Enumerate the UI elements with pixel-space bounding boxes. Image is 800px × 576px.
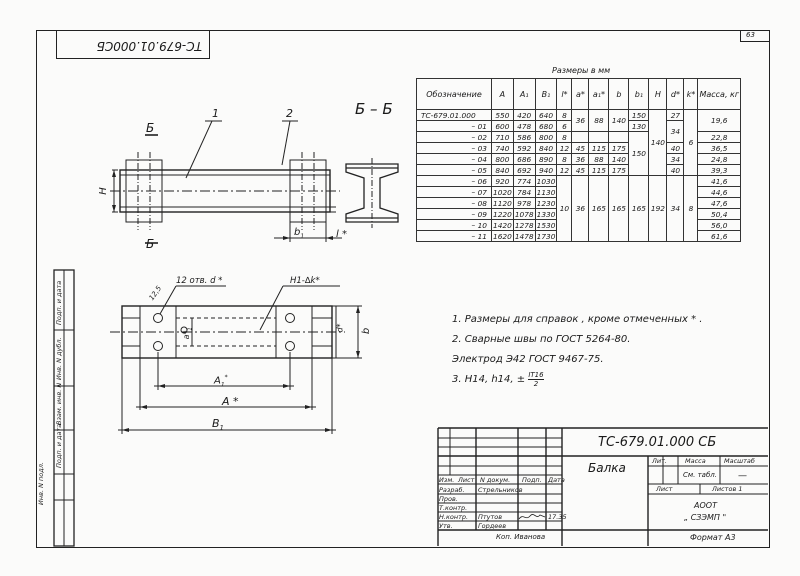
- stamp-name-ncontrol: Птутов: [478, 513, 503, 521]
- side-label-sign-date-2: Подп. и дата: [55, 280, 63, 325]
- dim-H: H: [97, 187, 109, 195]
- stamp-name-approved: Гордеев: [478, 522, 507, 530]
- stamp-role-checked: Пров.: [439, 495, 458, 503]
- table-row: ТС-679.01.000 550 420 640 8 36 88 140 15…: [416, 109, 742, 176]
- stamp-mass-value: См. табл.: [682, 471, 717, 479]
- table-row: – 08 1120 978 1230 47,6: [416, 197, 742, 209]
- stamp-name: Балка: [588, 461, 626, 475]
- section-mark-top: Б: [146, 121, 155, 135]
- table-row: – 11 1620 1478 1730 61,6: [416, 230, 742, 242]
- signature-ncontrol: [518, 514, 546, 520]
- rotated-code-box: [56, 30, 210, 59]
- stamp-sheets-label: Листов 1: [712, 485, 743, 493]
- stamp-role-approved: Утв.: [439, 522, 453, 530]
- dim-b1: b1: [294, 227, 305, 240]
- note-2: 2. Сварные швы по ГОСТ 5264-80.: [452, 334, 631, 345]
- stamp-copied: Коп. Иванова: [496, 533, 546, 541]
- stamp-head-ndoc: N докум.: [480, 476, 511, 484]
- table-row: – 03 740 592 840 12 45 115 175 40 36,5: [416, 142, 742, 154]
- stamp-mass-label: Масса: [685, 457, 706, 465]
- stamp-role-developer: Разраб.: [439, 486, 465, 494]
- stamp-role-ncontrol: Н.контр.: [439, 513, 469, 521]
- stamp-scale-label: Масштаб: [724, 457, 755, 465]
- stamp-org-2: „ СЗЭМП ": [684, 513, 727, 522]
- stamp-code: ТС-679.01.000 СБ: [598, 435, 717, 450]
- stamp-head-date: Дата: [548, 476, 565, 484]
- table-caption: Размеры в мм: [552, 66, 611, 75]
- side-label-inv-orig: Инв. N подл.: [37, 462, 45, 505]
- dim-l: l *: [336, 229, 347, 240]
- callout-1: 1: [212, 107, 219, 120]
- section-title: Б – Б: [355, 100, 393, 118]
- table-row: – 07 1020 784 1130 44,6: [416, 186, 742, 198]
- stamp-scale-value: —: [738, 471, 747, 481]
- stamp-org-1: АООТ: [694, 501, 717, 510]
- table-header-row: Обозначение A A₁ B₁ l* a* a₁* b b₁ H d* …: [416, 78, 742, 110]
- holes-note: 12 отв. d *: [176, 276, 223, 286]
- tolerance-numerator: IT16: [528, 370, 544, 380]
- weld-note: Н1-∆k*: [290, 276, 320, 286]
- tolerance-denominator: 2: [533, 379, 539, 388]
- technical-notes: 1. Размеры для справок , кроме отмеченны…: [452, 310, 702, 390]
- dim-B1: B1: [212, 417, 225, 433]
- stamp-head-list: Лист: [458, 476, 475, 484]
- note-electrode: Электрод Э42 ГОСТ 9467-75.: [452, 354, 604, 365]
- dimensions-table: Обозначение A A₁ B₁ l* a* a₁* b b₁ H d* …: [416, 78, 742, 242]
- dim-a1: a*1: [181, 327, 194, 340]
- side-label-inv-dup: Инв. N дубл.: [55, 337, 63, 380]
- callout-2: 2: [286, 107, 293, 120]
- stamp-role-tcontrol: Т.контр.: [439, 504, 468, 512]
- sheet-number: 63: [746, 31, 755, 39]
- side-label-sign-date-1: Подп. и дата: [55, 423, 63, 468]
- stamp-head-izm: Изм.: [439, 476, 455, 484]
- table-row: – 06 920 774 1030 10 36 165 165 165 192 …: [416, 175, 742, 242]
- dim-d: d*: [335, 323, 345, 333]
- stamp-head-sign: Подп.: [522, 476, 542, 484]
- stamp-lit-label: Лит.: [652, 457, 667, 465]
- sheet-number-box: [740, 30, 769, 42]
- side-label-replace: Взам. инв. N: [55, 382, 63, 425]
- note-3: 3. H14, h14, ± IT16 2: [452, 370, 544, 388]
- stamp-date-ncontrol: 17.35: [548, 513, 567, 521]
- stamp-format: Формат А3: [690, 533, 736, 542]
- sheet-frame: [36, 30, 770, 548]
- dim-b: b: [361, 327, 373, 335]
- stamp-sheet-label: Лист: [656, 485, 673, 493]
- dim-A1: A1*: [214, 374, 228, 389]
- table-row: – 05 840 692 940 12 45 115 175 40 39,3: [416, 164, 742, 176]
- stamp-name-developer: Стрельников: [478, 486, 523, 494]
- note-1: 1. Размеры для справок , кроме отмеченны…: [452, 314, 703, 325]
- dim-A: A *: [222, 395, 239, 408]
- section-mark-bottom: Б: [146, 237, 155, 251]
